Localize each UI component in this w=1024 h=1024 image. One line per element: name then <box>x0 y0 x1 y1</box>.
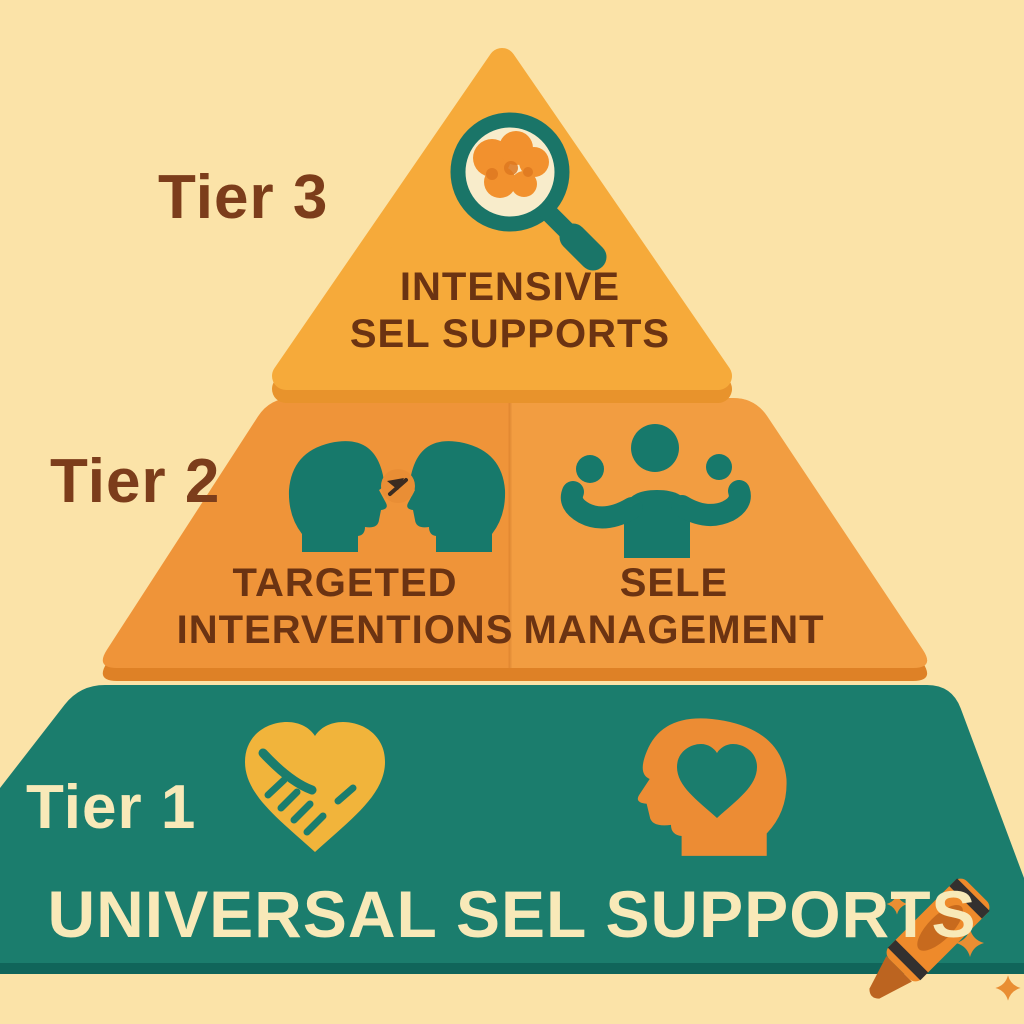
tier2-left-caption-line1: TARGETED <box>232 561 458 605</box>
head-heart-icon <box>637 718 787 856</box>
tier3-caption: INTENSIVE SEL SUPPORTS <box>330 264 690 358</box>
sparkle-icon <box>886 893 1021 1001</box>
talking-heads-icon <box>288 441 506 552</box>
tier3-caption-line1: INTENSIVE <box>399 265 621 309</box>
tier2-left-caption: TARGETED INTERVENTIONS <box>165 560 525 654</box>
tier2-left-caption-line2: INTERVENTIONS <box>176 608 514 652</box>
handshake-heart-icon <box>245 722 385 852</box>
magnifier-brain-icon <box>450 112 607 271</box>
juggling-person-icon <box>560 424 751 558</box>
tier2-label: Tier 2 <box>50 447 221 516</box>
tier3-label: Tier 3 <box>158 163 329 232</box>
tier2-right-caption-line1: SELE <box>619 561 729 605</box>
exchange-icon <box>381 469 415 503</box>
tier2-right-caption-line2: MANAGEMENT <box>523 608 825 652</box>
tier1-label: Tier 1 <box>26 773 197 842</box>
tier2-right-caption: SELE MANAGEMENT <box>494 560 854 654</box>
tier1-caption-title: UNIVERSAL SEL SUPPORTS <box>47 877 977 951</box>
crayon-icon <box>869 878 990 999</box>
tier3-caption-line2: SEL SUPPORTS <box>349 312 671 356</box>
